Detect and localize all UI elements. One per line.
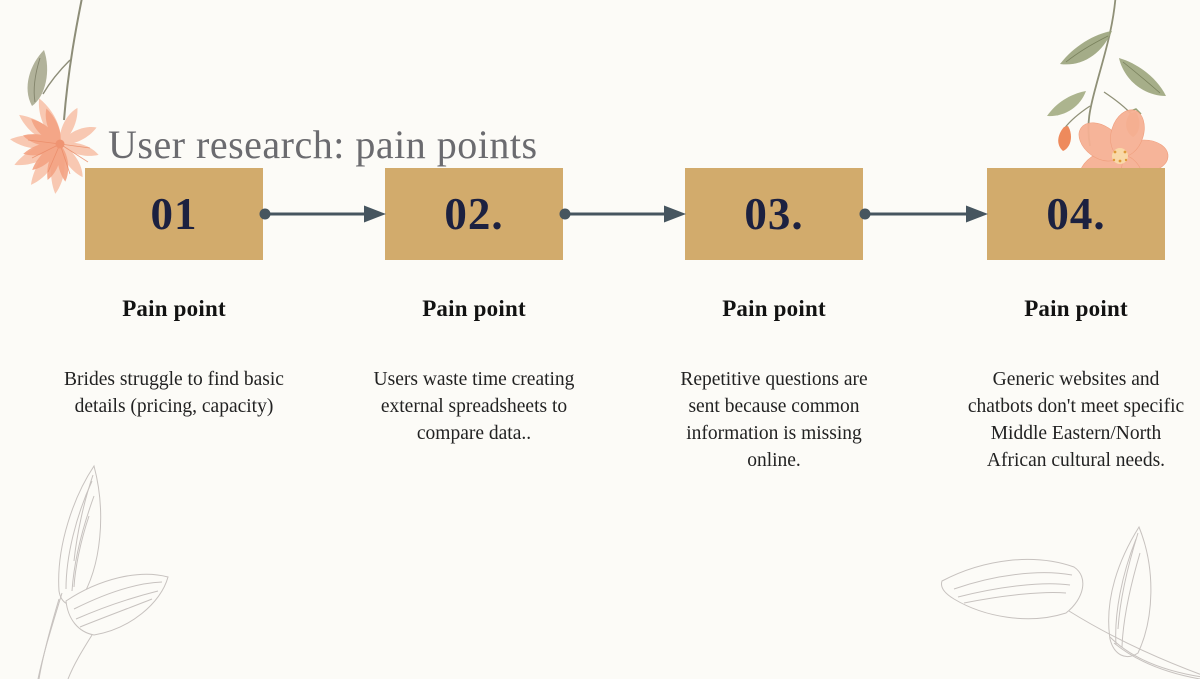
connector-arrow-2 bbox=[559, 205, 686, 223]
painpoint-body-2: Users waste time creating external sprea… bbox=[373, 369, 575, 444]
page-title: User research: pain points bbox=[108, 121, 538, 167]
step-column-1: 01 Pain point Brides struggle to find ba… bbox=[24, 168, 324, 420]
watercolor-flower-top-left-icon bbox=[10, 0, 99, 194]
painpoint-heading-3: Pain point bbox=[722, 296, 826, 321]
step-number-box-2: 02. bbox=[385, 168, 563, 260]
painpoint-body-3: Repetitive questions are sent because co… bbox=[680, 369, 868, 471]
step-number-1: 01 bbox=[150, 188, 198, 239]
step-number-box-4: 04. bbox=[987, 168, 1165, 260]
step-column-3: 03. Pain point Repetitive questions are … bbox=[624, 168, 924, 474]
painpoint-body-4: Generic websites and chatbots don't meet… bbox=[967, 369, 1185, 471]
arrow-head-icon bbox=[664, 205, 686, 223]
step-column-4: 04. Pain point Generic websites and chat… bbox=[926, 168, 1200, 474]
step-number-4: 04. bbox=[1046, 188, 1106, 239]
step-number-box-1: 01 bbox=[85, 168, 263, 260]
step-number-3: 03. bbox=[744, 188, 804, 239]
painpoint-heading-4: Pain point bbox=[1024, 296, 1128, 321]
step-number-2: 02. bbox=[444, 188, 504, 239]
step-number-box-3: 03. bbox=[685, 168, 863, 260]
painpoint-heading-1: Pain point bbox=[122, 296, 226, 321]
arrow-head-icon bbox=[364, 205, 386, 223]
painpoint-body-1: Brides struggle to find basic details (p… bbox=[64, 369, 284, 417]
arrow-head-icon bbox=[966, 205, 988, 223]
painpoint-heading-2: Pain point bbox=[422, 296, 526, 321]
line-art-leaves-bottom-left-icon bbox=[37, 464, 169, 679]
watercolor-flower-branch-top-right-icon bbox=[1047, 0, 1169, 191]
connector-arrow-1 bbox=[259, 205, 386, 223]
line-art-leaves-bottom-right-icon bbox=[941, 525, 1200, 679]
connector-arrow-3 bbox=[859, 205, 988, 223]
step-column-2: 02. Pain point Users waste time creating… bbox=[324, 168, 624, 447]
